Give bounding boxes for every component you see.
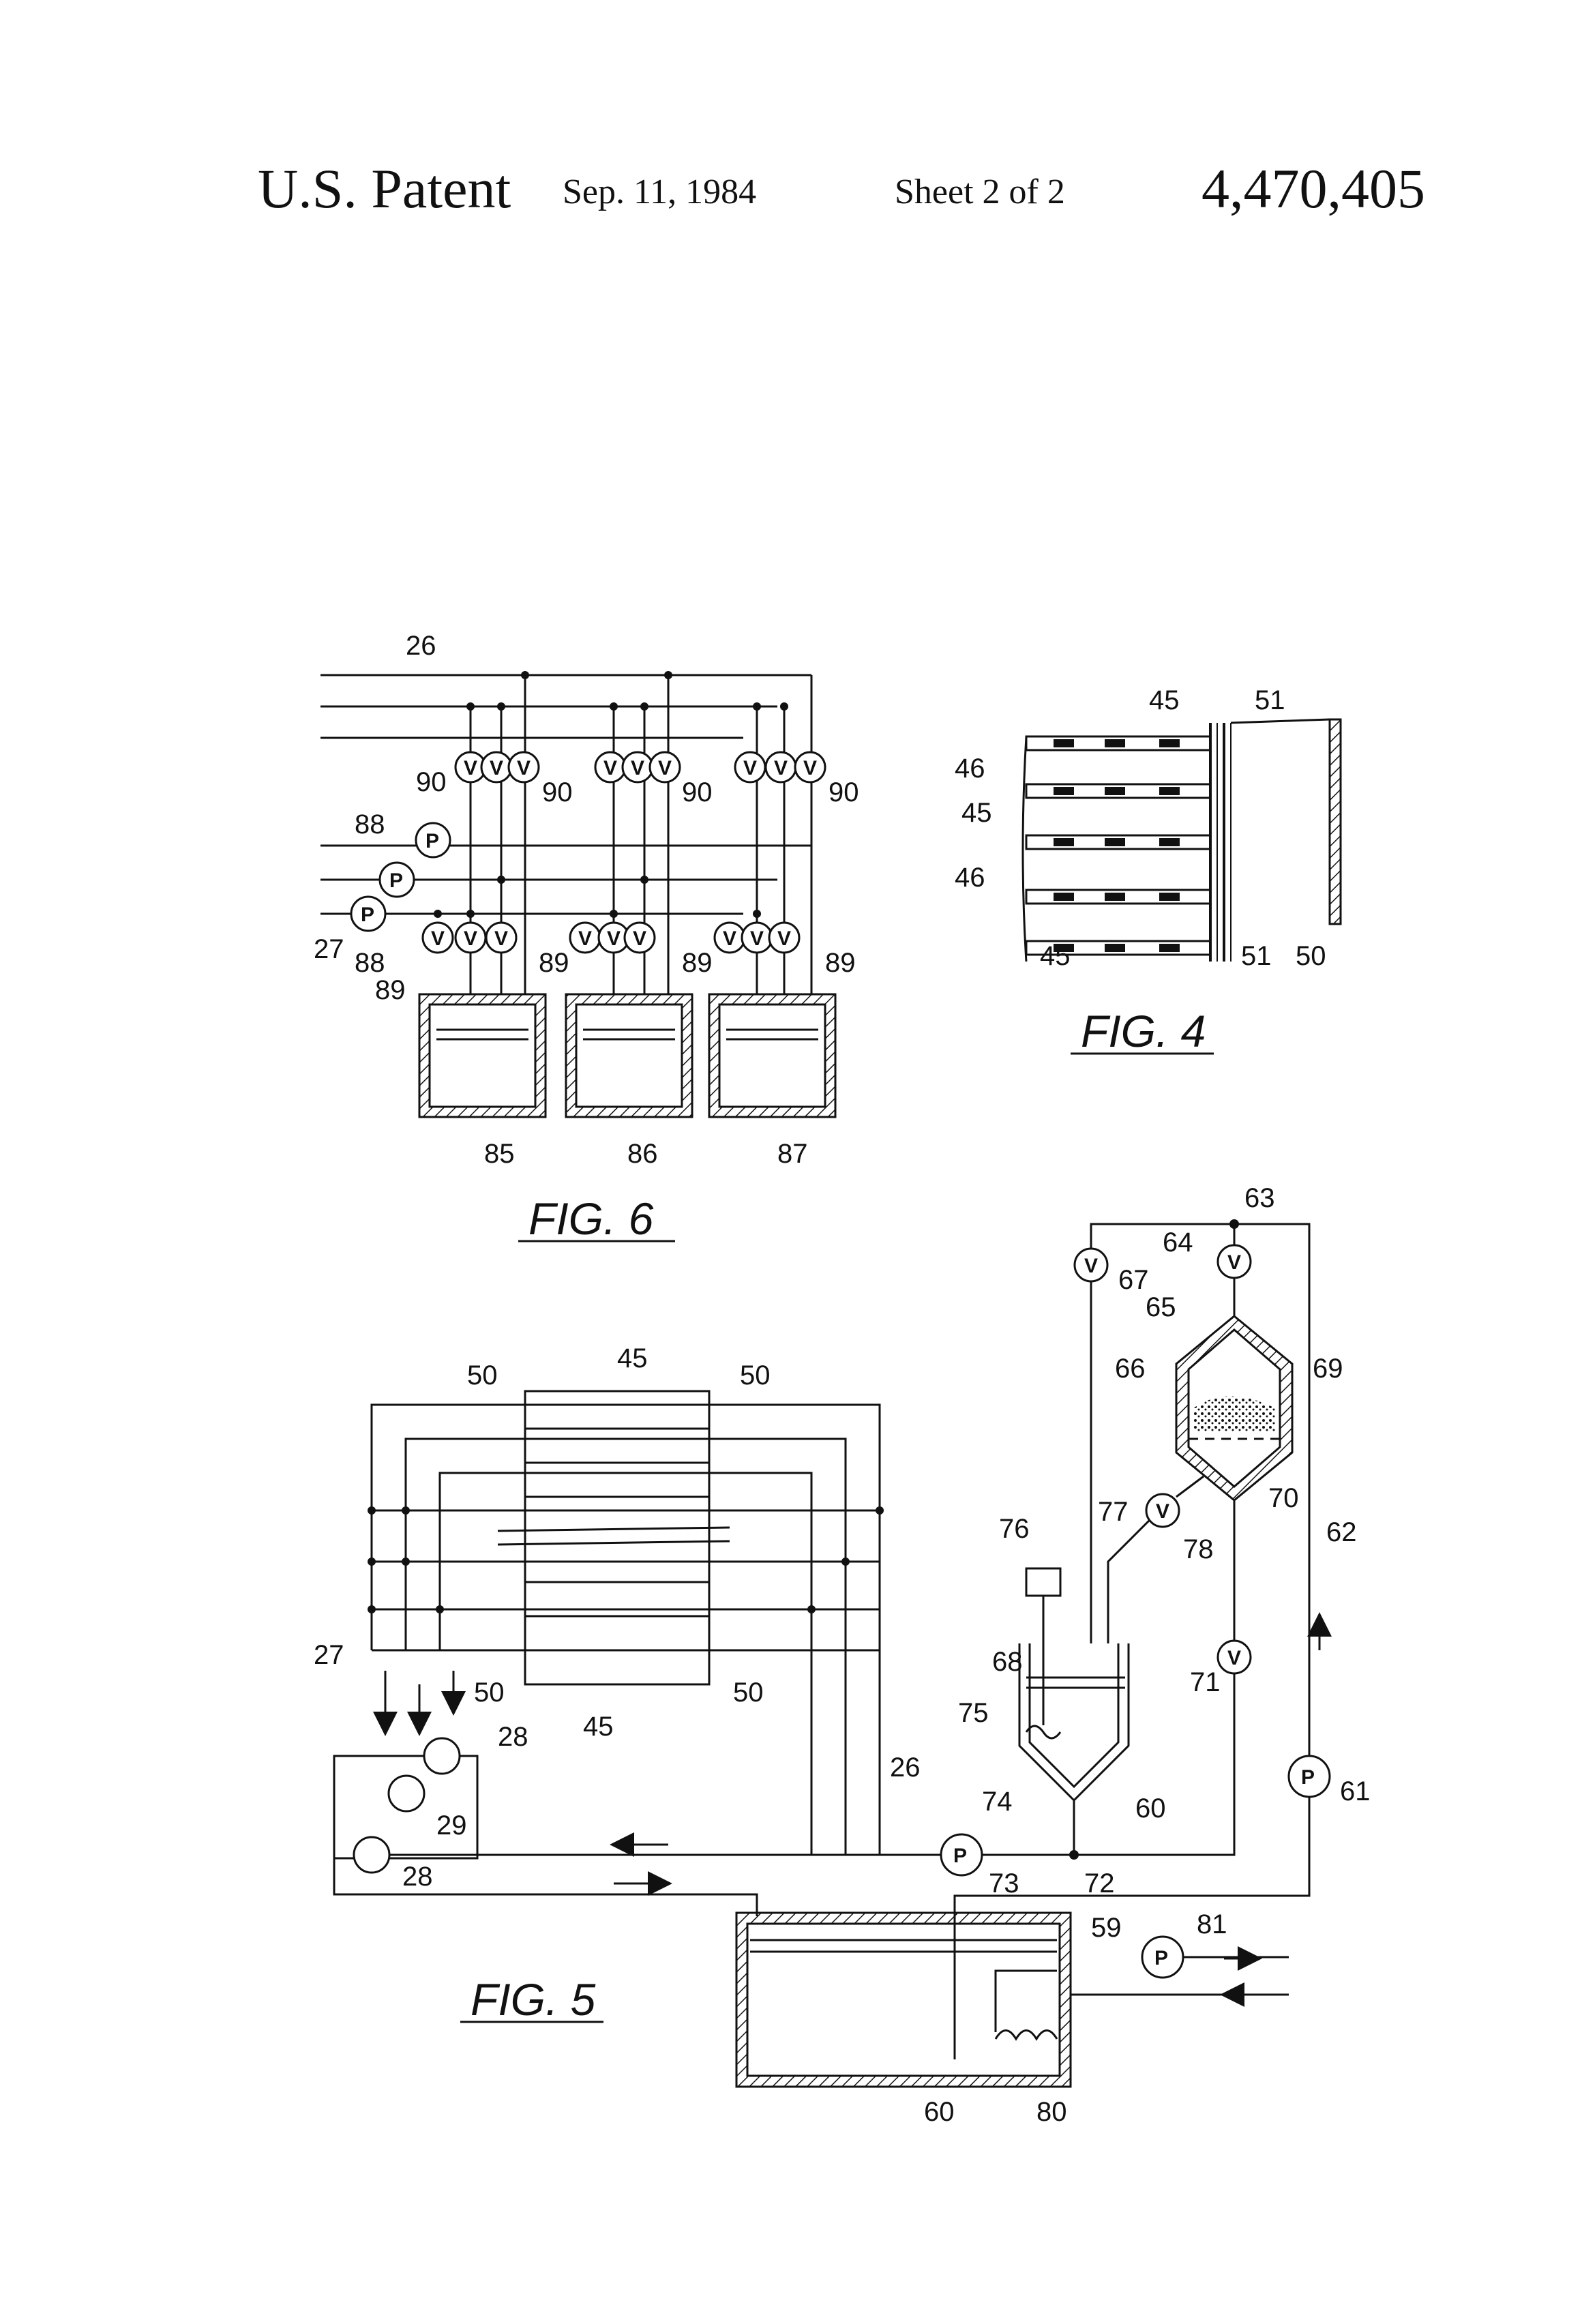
ref-label: 65 — [1146, 1292, 1176, 1322]
valve-symbol: V — [803, 757, 817, 779]
ref-label: 88 — [355, 809, 385, 839]
valve-symbol: V — [494, 927, 508, 950]
ref-label: 45 — [1040, 941, 1071, 971]
ref-label: 50 — [733, 1678, 764, 1708]
ref-label: 90 — [416, 767, 447, 797]
valve-symbol: V — [607, 927, 621, 950]
ref-label: 86 — [627, 1139, 658, 1169]
ref-label: 68 — [992, 1647, 1023, 1677]
ref-label: 67 — [1118, 1265, 1149, 1295]
valve-symbol: V — [633, 927, 646, 950]
pump-symbol: P — [1154, 1947, 1168, 1969]
ref-label: 50 — [740, 1360, 771, 1390]
valve-symbol: V — [743, 757, 757, 779]
ref-label: 46 — [955, 754, 985, 784]
ref-label: 90 — [542, 777, 573, 807]
valve-symbol: V — [777, 927, 791, 950]
valve-symbol: V — [517, 757, 531, 779]
ref-label: 80 — [1036, 2097, 1067, 2127]
ref-label: 45 — [583, 1712, 614, 1742]
valve-symbol: V — [578, 927, 592, 950]
pump-symbol: P — [389, 869, 403, 892]
fig-4-drawing — [1023, 719, 1341, 962]
valve-symbol: V — [431, 927, 445, 950]
valve-symbol: V — [631, 757, 644, 779]
ref-label: 72 — [1084, 1868, 1115, 1898]
ref-label: 62 — [1326, 1517, 1357, 1547]
ref-label: 51 — [1255, 685, 1285, 715]
valve-symbol: V — [774, 757, 788, 779]
ref-label: 70 — [1268, 1483, 1299, 1513]
ref-label: 85 — [484, 1139, 515, 1169]
ref-label: 66 — [1115, 1354, 1146, 1384]
ref-label: 90 — [829, 777, 859, 807]
valve-symbol: V — [1156, 1500, 1169, 1523]
ref-label: 88 — [355, 948, 385, 978]
valve-symbol: V — [603, 757, 617, 779]
ref-label: 45 — [961, 798, 992, 828]
ref-label: 50 — [474, 1678, 505, 1708]
fig-6-caption: FIG. 6 — [528, 1193, 654, 1244]
fig-5-caption: FIG. 5 — [471, 1974, 596, 2025]
valve-symbol: V — [723, 927, 736, 950]
ref-label: 77 — [1098, 1497, 1129, 1527]
ref-label: 27 — [314, 1640, 344, 1670]
ref-label: 81 — [1197, 1909, 1227, 1939]
ref-label: 59 — [1091, 1913, 1122, 1943]
ref-label: 26 — [890, 1753, 921, 1783]
ref-label: 46 — [955, 863, 985, 893]
ref-label: 29 — [436, 1811, 467, 1841]
valve-symbol: V — [1084, 1255, 1098, 1277]
ref-label: 89 — [375, 975, 406, 1005]
ref-label: 89 — [825, 948, 856, 978]
ref-label: 60 — [924, 2097, 955, 2127]
fig-4-caption: FIG. 4 — [1081, 1006, 1206, 1056]
ref-label: 87 — [777, 1139, 808, 1169]
ref-label: 75 — [958, 1698, 989, 1728]
ref-label: 26 — [406, 631, 436, 661]
ref-label: 90 — [682, 777, 713, 807]
ref-label: 89 — [539, 948, 569, 978]
ref-label: 69 — [1313, 1354, 1343, 1384]
pump-symbol: P — [953, 1845, 967, 1867]
ref-label: 45 — [617, 1343, 648, 1373]
valve-symbol: V — [464, 757, 477, 779]
valve-symbol: V — [750, 927, 764, 950]
ref-label: 74 — [982, 1787, 1013, 1817]
ref-label: 71 — [1190, 1667, 1221, 1697]
ref-label: 60 — [1135, 1793, 1166, 1823]
ref-label: 61 — [1340, 1776, 1371, 1806]
ref-label: 89 — [682, 948, 713, 978]
ref-label: 28 — [498, 1722, 528, 1752]
ref-label: 45 — [1149, 685, 1180, 715]
ref-label: 28 — [402, 1862, 433, 1892]
fig-5-drawing — [334, 1219, 1330, 2087]
ref-label: 63 — [1244, 1183, 1275, 1213]
ref-label: 78 — [1183, 1534, 1214, 1564]
valve-symbol: V — [1227, 1251, 1241, 1274]
fig-4-reference-numerals: 45 51 46 45 46 45 51 50 — [955, 685, 1326, 971]
valve-symbol: V — [490, 757, 503, 779]
ref-label: 76 — [999, 1514, 1030, 1544]
ref-label: 50 — [467, 1360, 498, 1390]
valve-symbol: V — [658, 757, 672, 779]
ref-label: 73 — [989, 1868, 1019, 1898]
pump-symbol: P — [1301, 1766, 1315, 1789]
pump-symbol: P — [361, 904, 374, 926]
pump-symbol: P — [426, 830, 439, 852]
ref-label: 51 — [1241, 941, 1272, 971]
ref-label: 27 — [314, 934, 344, 964]
ref-label: 64 — [1163, 1227, 1193, 1257]
fig-6-drawing — [320, 671, 835, 1117]
valve-symbol: V — [1227, 1647, 1241, 1669]
valve-symbol: V — [464, 927, 477, 950]
ref-label: 50 — [1296, 941, 1326, 971]
